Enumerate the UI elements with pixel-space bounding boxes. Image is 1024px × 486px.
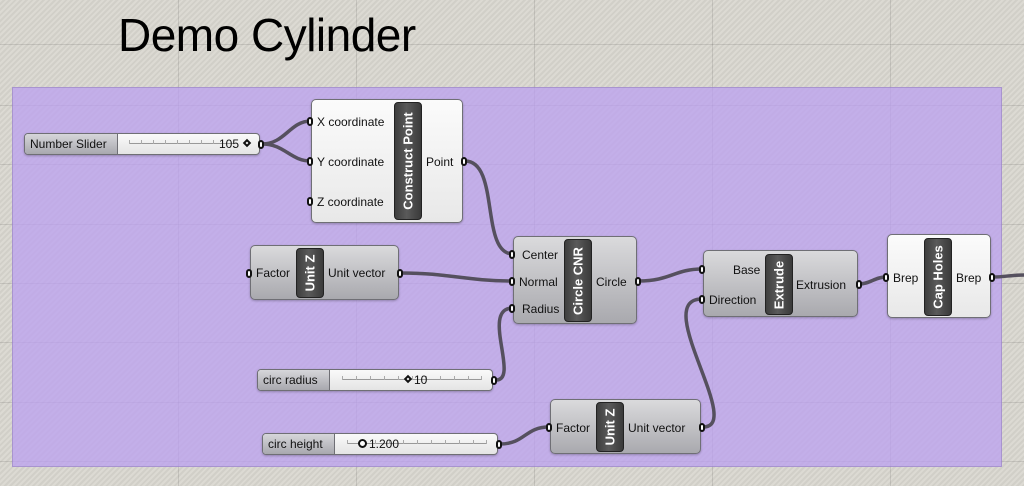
component-nickname: Construct Point [394,102,422,220]
output-point: Point [426,155,454,169]
input-normal: Normal [519,275,558,289]
component-nickname: Circle CNR [564,239,592,322]
slider-track[interactable] [347,440,487,444]
input-grip[interactable] [509,304,515,313]
slider-track[interactable] [129,140,233,144]
output-grip[interactable] [989,273,995,282]
input-grip[interactable] [246,269,252,278]
output-extrusion: Extrusion [796,278,847,292]
component-nickname: Unit Z [596,402,624,452]
input-grip[interactable] [509,250,515,259]
input-base: Base [733,263,761,277]
slider-knob[interactable] [403,374,413,384]
slider-name: circ height [263,434,335,454]
input-grip[interactable] [883,273,889,282]
circle-cnr-component[interactable]: Center Normal Radius Circle CNR Circle [513,236,637,324]
output-unit-vector: Unit vector [328,266,386,280]
slider-value: 10 [414,373,428,387]
slider-track[interactable] [342,376,482,380]
output-grip[interactable] [397,269,403,278]
component-nickname: Cap Holes [924,238,952,316]
input-factor: Factor [256,266,291,280]
output-grip[interactable] [258,140,264,149]
input-x-coordinate: X coordinate [317,115,385,129]
output-grip[interactable] [856,280,862,289]
input-brep: Brep [893,271,919,285]
input-radius: Radius [522,302,560,316]
input-grip[interactable] [307,117,313,126]
grid-line [0,44,1024,45]
extrude-component[interactable]: Base Direction Extrude Extrusion [703,250,858,317]
input-grip[interactable] [699,265,705,274]
canvas-title: Demo Cylinder [118,9,416,61]
input-grip[interactable] [307,157,313,166]
input-y-coordinate: Y coordinate [317,155,385,169]
slider-knob[interactable] [242,138,252,148]
unit-z-component[interactable]: Factor Unit Z Unit vector [250,245,399,300]
output-unit-vector: Unit vector [628,421,686,435]
component-nickname: Extrude [765,254,793,315]
construct-point-component[interactable]: X coordinate Y coordinate Z coordinate C… [311,99,463,223]
input-grip[interactable] [546,423,552,432]
component-nickname: Unit Z [296,248,324,298]
slider-value: 105 [219,137,240,151]
slider-name: Number Slider [25,134,118,154]
unit-z-component-2[interactable]: Factor Unit Z Unit vector [550,399,701,454]
slider-name: circ radius [258,370,330,390]
input-direction: Direction [709,293,757,307]
circ-radius-slider[interactable]: circ radius 10 [257,369,493,391]
input-grip[interactable] [509,277,515,286]
cap-holes-component[interactable]: Brep Cap Holes Brep [887,234,991,318]
output-grip[interactable] [491,376,497,385]
input-center: Center [522,248,559,262]
slider-value: 1.200 [369,437,400,451]
input-factor: Factor [556,421,591,435]
input-grip[interactable] [699,295,705,304]
output-brep: Brep [956,271,982,285]
number-slider[interactable]: Number Slider 105 [24,133,260,155]
output-grip[interactable] [699,423,705,432]
output-circle: Circle [596,275,627,289]
output-grip[interactable] [461,157,467,166]
output-grip[interactable] [635,277,641,286]
slider-knob[interactable] [358,439,367,448]
circ-height-slider[interactable]: circ height 1.200 [262,433,498,455]
input-grip[interactable] [307,197,313,206]
input-z-coordinate: Z coordinate [317,195,384,209]
output-grip[interactable] [496,440,502,449]
